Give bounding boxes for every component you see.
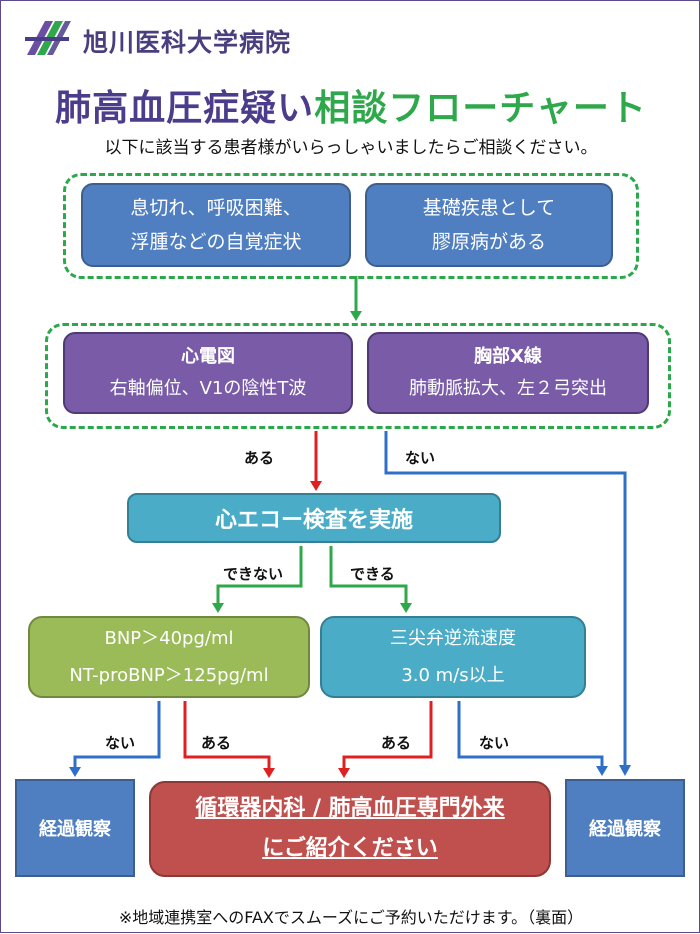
symptoms-group (63, 173, 639, 279)
hospital-logo-icon (25, 21, 71, 55)
referral-line1: 循環器内科 / 肺高血圧専門外来 (195, 796, 505, 821)
arrowhead-bnp-yes (263, 768, 275, 778)
symptoms-line2: 浮腫などの自覚症状 (130, 231, 302, 253)
xray-text: 肺動脈拡大、左２弓突出 (409, 378, 607, 399)
label-bnp-no: ない (105, 734, 136, 752)
arrow-echo-cannot (216, 546, 303, 604)
arrow-tr-yes (342, 701, 433, 769)
arrowhead-tr-yes (338, 768, 350, 778)
arrowhead-tr-no (596, 766, 608, 776)
collagen-line2: 膠原病がある (431, 231, 546, 253)
xray-box: 胸部X線 肺動脈拡大、左２弓突出 (367, 332, 649, 414)
arrowhead-symptoms-to-exams (350, 311, 362, 321)
referral-line2: にご紹介ください (262, 836, 438, 861)
tr-line1: 三尖弁逆流速度 (390, 628, 516, 649)
arrowhead-exams-no (619, 765, 631, 776)
ecg-box: 心電図 右軸偏位、V1の陰性T波 (63, 332, 353, 414)
arrow-bnp-no (73, 701, 161, 768)
observation-box-right: 経過観察 (565, 779, 685, 877)
arrowhead-bnp-no (69, 767, 81, 777)
bnp-line2: NT-proBNP＞125pg/ml (69, 665, 269, 686)
arrowhead-echo-cannot (212, 603, 224, 613)
bnp-box: BNP＞40pg/ml NT-proBNP＞125pg/ml (28, 616, 310, 698)
tr-velocity-box: 三尖弁逆流速度 3.0 m/s以上 (320, 616, 586, 698)
arrowhead-exams-yes (310, 481, 322, 491)
echo-box: 心エコー検査を実施 (127, 493, 501, 543)
hospital-name: 旭川医科大学病院 (83, 28, 292, 57)
tr-line2: 3.0 m/s以上 (401, 665, 505, 686)
ecg-title: 心電図 (181, 346, 235, 367)
xray-title: 胸部X線 (474, 346, 542, 367)
label-echo-cannot: できない (223, 565, 284, 583)
label-exams-yes: ある (244, 449, 275, 467)
referral-box: 循環器内科 / 肺高血圧専門外来 にご紹介ください (149, 781, 551, 877)
arrow-exams-no (384, 431, 627, 767)
arrow-bnp-yes (183, 701, 271, 769)
label-echo-can: できる (350, 565, 395, 583)
label-bnp-yes: ある (201, 734, 232, 752)
label-exams-no: ない (405, 449, 436, 467)
title-part2: 相談フローチャート (314, 88, 647, 129)
arrow-tr-no (457, 701, 604, 767)
collagen-disease-box: 基礎疾患として 膠原病がある (365, 183, 613, 267)
bnp-line1: BNP＞40pg/ml (104, 628, 234, 649)
ecg-text: 右軸偏位、V1の陰性T波 (109, 378, 307, 399)
collagen-line1: 基礎疾患として (422, 197, 556, 219)
label-tr-no: ない (479, 734, 510, 752)
page-title: 肺高血圧症疑い相談フローチャート (1, 79, 700, 131)
arrowhead-echo-can (400, 603, 412, 613)
arrow-echo-can (329, 546, 408, 604)
symptoms-line1: 息切れ、呼吸困難、 (130, 197, 302, 219)
symptoms-box: 息切れ、呼吸困難、 浮腫などの自覚症状 (81, 183, 351, 267)
exams-group (45, 323, 671, 429)
observation-box-left: 経過観察 (15, 779, 135, 877)
label-tr-yes: ある (381, 734, 412, 752)
title-part1: 肺高血圧症疑い (55, 88, 315, 129)
page-subtitle: 以下に該当する患者様がいらっしゃいましたらご相談ください。 (104, 138, 598, 158)
footer-note: ※地域連携室へのFAXでスムーズにご予約いただけます。（裏面） (118, 908, 584, 927)
